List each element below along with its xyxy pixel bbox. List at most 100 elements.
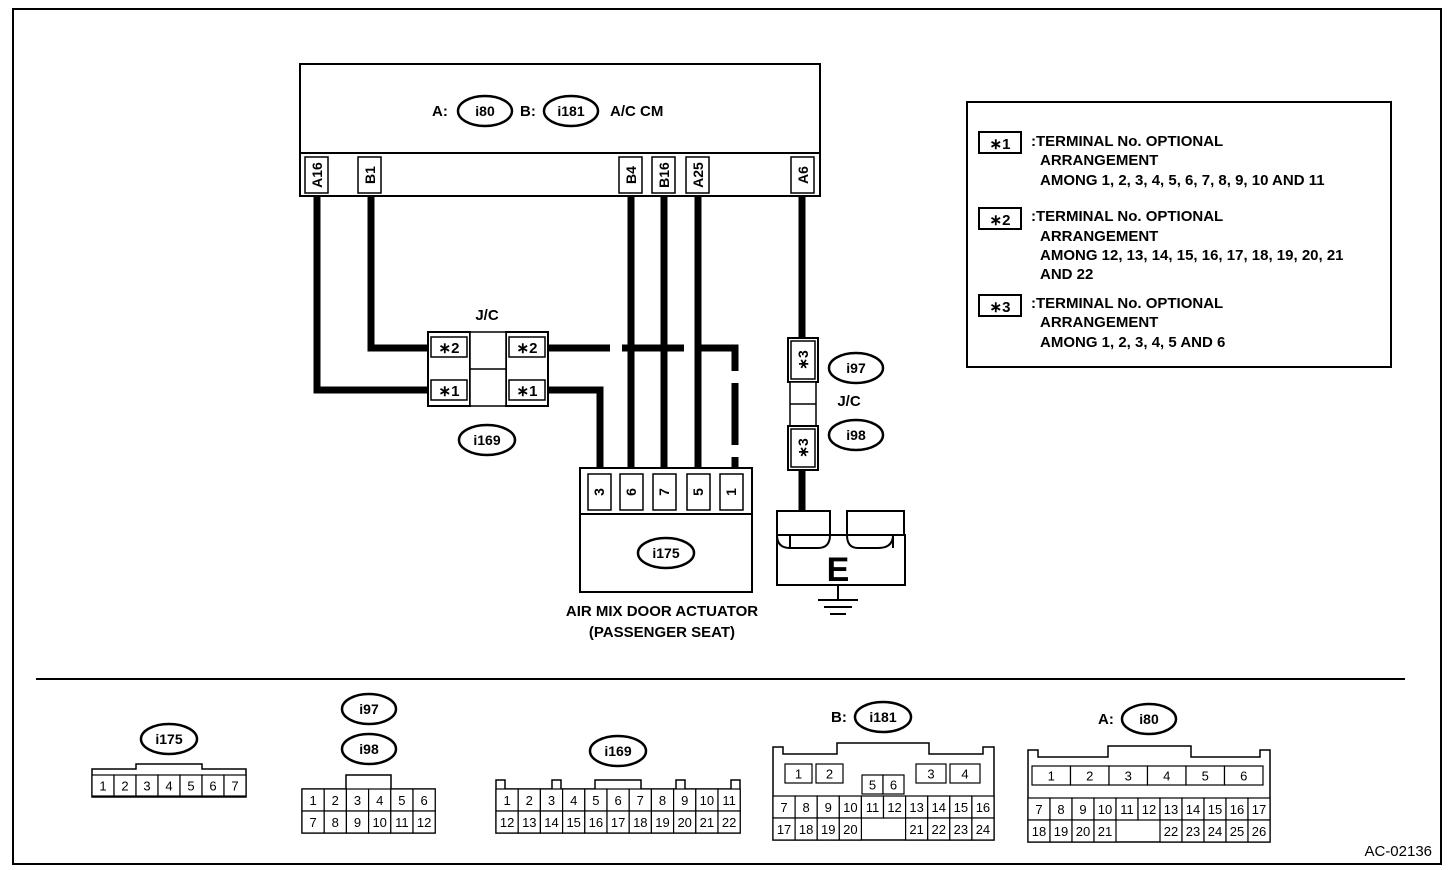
pin-number-cell (971, 817, 995, 841)
pin-number: 12 (1142, 802, 1156, 817)
pin-number: 12 (417, 815, 431, 830)
pin-number: 5 (592, 793, 599, 808)
actuator-terminal: 5 (690, 488, 706, 496)
pin-number: 8 (659, 793, 666, 808)
pin-number-cell (838, 817, 862, 841)
jc-right-pin: ∗3 (795, 438, 811, 458)
pin-number: 2 (332, 793, 339, 808)
jc-left-connector: i169 (473, 432, 500, 448)
pin-number: 16 (1230, 802, 1244, 817)
acm-connector-a: i80 (475, 103, 495, 119)
pin-number: 21 (1098, 824, 1112, 839)
pin-number: 11 (1120, 802, 1134, 817)
pin-number: 12 (887, 800, 901, 815)
pin-number: 13 (909, 800, 923, 815)
pin-number: 3 (548, 793, 555, 808)
pin-number: 24 (1208, 824, 1222, 839)
air-mix-door-actuator: 3 6 7 5 1 i175 AIR MIX DOOR ACTUATOR (PA… (566, 467, 758, 641)
pin-number: 22 (1164, 824, 1178, 839)
pin-number: 5 (398, 793, 405, 808)
pin-number: 20 (677, 815, 691, 830)
pin-number: 2 (121, 779, 128, 794)
pin-number: 13 (1164, 802, 1178, 817)
pin-number: 15 (954, 800, 968, 815)
pin-number: 14 (1186, 802, 1200, 817)
pin-number: 8 (1057, 802, 1064, 817)
pin-number: 11 (395, 815, 409, 830)
pin-number: 7 (780, 800, 787, 815)
jc-left-pin: ∗2 (517, 340, 538, 357)
pin-number: 5 (1202, 769, 1209, 784)
actuator-terminal: 1 (723, 488, 739, 496)
legend-text: :TERMINAL No. OPTIONAL (1031, 208, 1223, 225)
connector-view-prefix: B: (831, 709, 847, 726)
legend-text: AMONG 12, 13, 14, 15, 16, 17, 18, 19, 20… (1040, 247, 1344, 264)
acm-prefix-b: B: (520, 103, 536, 120)
pin-number: 17 (1252, 802, 1266, 817)
pin-number: 7 (309, 815, 316, 830)
pin-number: 8 (803, 800, 810, 815)
pin-number: 24 (976, 822, 990, 837)
jc-right-label: J/C (837, 393, 861, 410)
pin-number: 18 (799, 822, 813, 837)
actuator-name-line1: AIR MIX DOOR ACTUATOR (566, 603, 758, 620)
pin-number: 5 (869, 778, 876, 793)
legend-tag: ∗1 (990, 136, 1011, 153)
terminal-b4: B4 (623, 166, 639, 184)
pin-number: 12 (500, 815, 514, 830)
pin-number-cell (882, 774, 905, 795)
pin-number-cell (223, 774, 247, 797)
pin-number: 9 (1079, 802, 1086, 817)
pin-number-cell (784, 763, 813, 784)
pin-number-cell (1247, 819, 1271, 843)
pin-number: 18 (1032, 824, 1046, 839)
jc-left-pin: ∗1 (439, 383, 460, 400)
pin-number: 26 (1252, 824, 1266, 839)
pin-number: 3 (927, 767, 934, 782)
terminal-a16: A16 (309, 162, 325, 188)
jc-left-label: J/C (475, 307, 499, 324)
legend-text: :TERMINAL No. OPTIONAL (1031, 133, 1223, 150)
wires (313, 196, 806, 512)
connector-view-label: i80 (1139, 711, 1159, 727)
jc-left-pin: ∗1 (517, 383, 538, 400)
pin-number: 1 (795, 767, 802, 782)
pin-number: 19 (655, 815, 669, 830)
legend-text: AMONG 1, 2, 3, 4, 5 AND 6 (1040, 334, 1225, 351)
pin-number: 25 (1230, 824, 1244, 839)
pin-number: 22 (932, 822, 946, 837)
legend-text: AND 22 (1040, 266, 1093, 283)
pin-number-cell (1093, 819, 1117, 843)
pin-number: 4 (570, 793, 577, 808)
jc-right-connector-top: i97 (846, 360, 866, 376)
legend-text: :TERMINAL No. OPTIONAL (1031, 295, 1223, 312)
legend-box: ∗1 :TERMINAL No. OPTIONAL ARRANGEMENT AM… (966, 101, 1392, 368)
pin-number: 4 (961, 767, 968, 782)
pin-number: 10 (843, 800, 857, 815)
pin-number-cell (815, 763, 844, 784)
pin-number: 13 (522, 815, 536, 830)
pin-number: 19 (1054, 824, 1068, 839)
pin-number: 6 (890, 778, 897, 793)
pin-number: 6 (614, 793, 621, 808)
page-frame (12, 8, 1442, 865)
pin-number: 9 (354, 815, 361, 830)
pin-number-cell (1223, 765, 1264, 786)
connector-view-label: i98 (359, 741, 379, 757)
pin-number: 11 (866, 800, 880, 815)
legend-text: ARRANGEMENT (1040, 228, 1158, 245)
legend-text: AMONG 1, 2, 3, 4, 5, 6, 7, 8, 9, 10 AND … (1040, 172, 1325, 189)
pin-number-cell (412, 810, 436, 834)
actuator-connector: i175 (652, 545, 679, 561)
connector-view-label: i175 (155, 731, 182, 747)
pin-number: 7 (637, 793, 644, 808)
terminal-b1: B1 (362, 166, 378, 184)
terminal-a25: A25 (690, 162, 706, 188)
legend-text: ARRANGEMENT (1040, 152, 1158, 169)
pin-number: 19 (821, 822, 835, 837)
